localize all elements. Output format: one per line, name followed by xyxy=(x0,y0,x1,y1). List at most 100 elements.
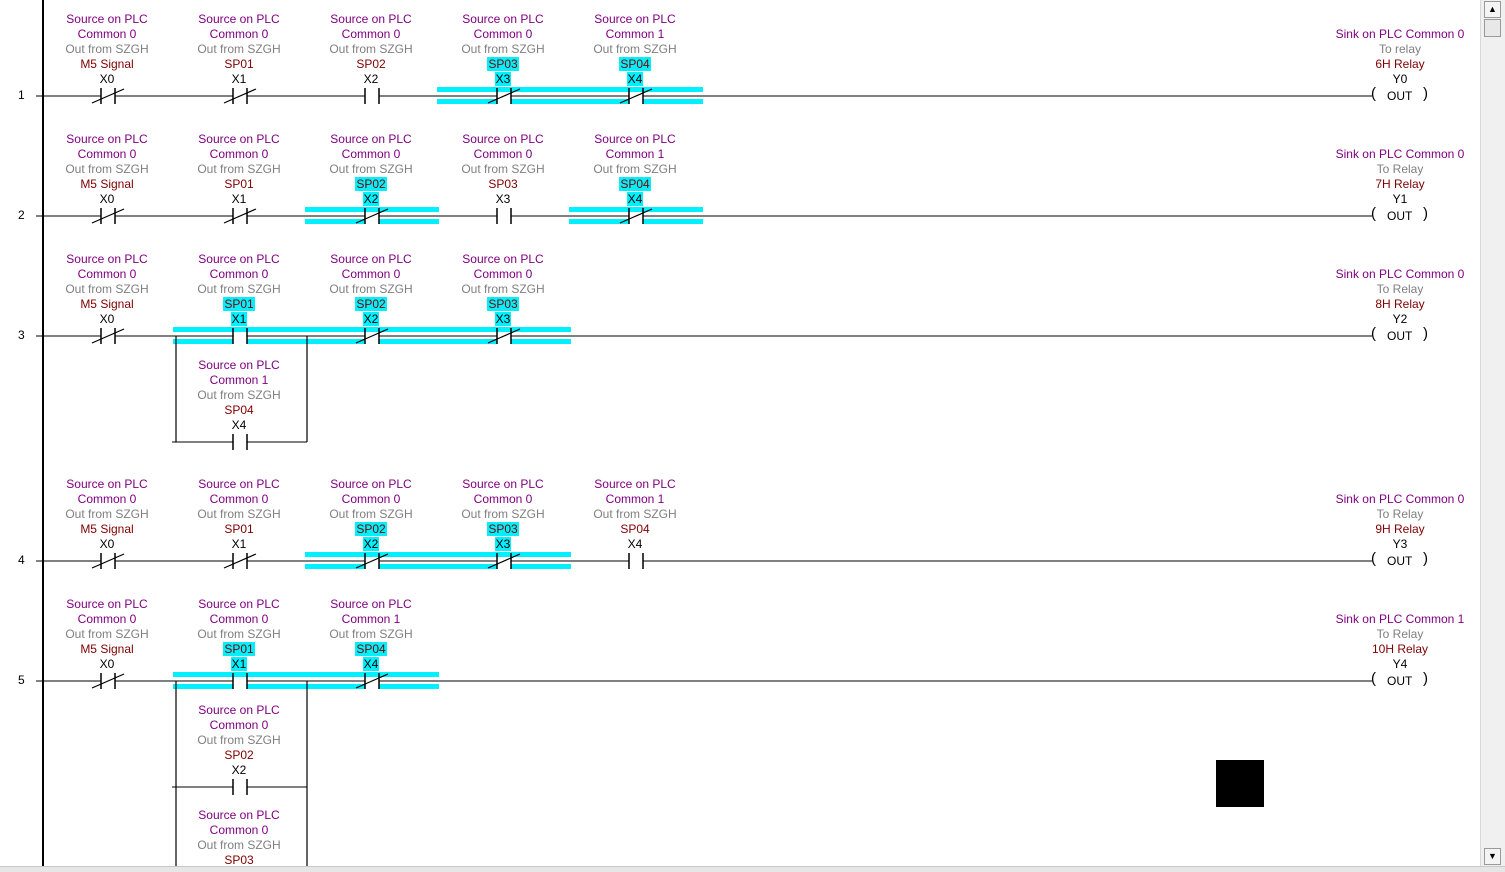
coil-right-paren: ) xyxy=(1423,670,1428,687)
contact-label-line-text: Source on PLC xyxy=(594,132,676,146)
contact-label-line-text: Common 1 xyxy=(209,373,269,387)
contact-label-line: Out from SZGH xyxy=(169,282,309,297)
contact-label-line-text: Source on PLC xyxy=(330,132,412,146)
rung-contact-x3-highlight-mid xyxy=(497,87,511,92)
rung-contact-x1-highlight-left-low xyxy=(173,339,233,344)
rung-contact-x3-highlight-left xyxy=(437,552,497,557)
contact-label-line-text: Out from SZGH xyxy=(65,507,149,521)
contact-label-line: Common 1 xyxy=(565,27,705,42)
contact-label-line: SP04 xyxy=(301,642,441,657)
scroll-up-arrow-icon[interactable]: ▲ xyxy=(1484,1,1501,18)
coil-left-paren: ( xyxy=(1371,670,1376,687)
contact-label-line-text: Source on PLC xyxy=(330,477,412,491)
rung-contact-x1-highlight-mid xyxy=(233,327,247,332)
contact-label-line-text: Source on PLC xyxy=(66,597,148,611)
contact-label-line-text: Source on PLC xyxy=(198,358,280,372)
rung-contact-x4-slash xyxy=(355,673,389,689)
rung-contact-x2-highlight-right-low xyxy=(379,219,439,224)
rung-contact-x4-slash xyxy=(619,208,653,224)
contact-label-line: Out from SZGH xyxy=(37,162,177,177)
contact-label-line: SP04 xyxy=(565,57,705,72)
contact-label-line: M5 Signal xyxy=(37,297,177,312)
rung-contact-x4-highlight-mid xyxy=(365,672,379,677)
contact-label-line: Source on PLC xyxy=(37,597,177,612)
contact-label-line-text: Out from SZGH xyxy=(197,733,281,747)
contact-label-line: Out from SZGH xyxy=(169,162,309,177)
scroll-thumb[interactable] xyxy=(1484,19,1501,37)
contact-label-line-text: Common 1 xyxy=(605,27,665,41)
rung-contact-x4-highlight-right xyxy=(643,207,703,212)
contact-label-line: Common 1 xyxy=(565,147,705,162)
rung-contact-x4-highlight-right-low xyxy=(643,99,703,104)
branch-contact-x4-gap xyxy=(233,441,247,444)
rung-contact-x1-highlight-right-low xyxy=(247,339,307,344)
contact-label-line: Common 0 xyxy=(37,492,177,507)
contact-label-line-text: Common 1 xyxy=(605,147,665,161)
vertical-scrollbar[interactable]: ▲ ▼ xyxy=(1480,0,1505,866)
contact-address: X0 xyxy=(37,192,177,207)
contact-label-line: Source on PLC xyxy=(433,132,573,147)
scroll-down-arrow-icon[interactable]: ▼ xyxy=(1484,848,1501,865)
contact-label-line: Out from SZGH xyxy=(301,42,441,57)
coil-gap xyxy=(1380,94,1420,99)
contact-address-text: X4 xyxy=(627,537,643,551)
coil-label-line: Sink on PLC Common 0 xyxy=(1330,27,1470,42)
contact-label-line-text: Source on PLC xyxy=(462,477,544,491)
contact-label-line: Common 0 xyxy=(169,27,309,42)
contact-label-line: Out from SZGH xyxy=(433,282,573,297)
contact-label-line: Out from SZGH xyxy=(565,162,705,177)
rung-contact-x3-gap xyxy=(497,215,511,218)
rung-contact-x1-highlight-right xyxy=(247,672,307,677)
rung-contact-x1-highlight-right-low xyxy=(247,684,307,689)
rung-contact-x1-gap xyxy=(233,680,247,683)
coil-left-paren: ( xyxy=(1371,205,1376,222)
contact-label-line-text: SP02 xyxy=(355,522,387,536)
coil-label-line-text: Sink on PLC Common 0 xyxy=(1335,267,1465,281)
contact-label-line-text: SP04 xyxy=(619,177,651,191)
contact-address-text: X3 xyxy=(495,192,511,206)
contact-label-line-text: Source on PLC xyxy=(198,477,280,491)
rung-contact-x2-highlight-mid xyxy=(365,207,379,212)
contact-label-line: Common 0 xyxy=(301,492,441,507)
contact-label-line-text: Out from SZGH xyxy=(197,507,281,521)
contact-label-line: Common 0 xyxy=(433,147,573,162)
contact-label-line: Out from SZGH xyxy=(169,627,309,642)
contact-address-text: X3 xyxy=(494,312,512,326)
contact-address-text: X2 xyxy=(231,763,247,777)
contact-address: X2 xyxy=(301,72,441,87)
contact-label-line: Common 0 xyxy=(433,27,573,42)
rung-number: 3 xyxy=(18,328,25,342)
contact-address: X4 xyxy=(565,192,705,207)
contact-address-text: X2 xyxy=(363,72,379,86)
contact-address: X3 xyxy=(433,72,573,87)
contact-label-line: SP02 xyxy=(301,57,441,72)
contact-label-line-text: Out from SZGH xyxy=(197,838,281,852)
coil-label-line-text: 8H Relay xyxy=(1375,297,1425,311)
contact-address-text: X4 xyxy=(626,72,644,86)
coil-out-label: OUT xyxy=(1387,674,1413,688)
contact-label-line: Source on PLC xyxy=(37,132,177,147)
contact-label-line-text: Source on PLC xyxy=(330,12,412,26)
horizontal-scrollbar[interactable] xyxy=(0,866,1505,872)
contact-address: X2 xyxy=(169,763,309,778)
coil-address-text: Y0 xyxy=(1392,72,1408,86)
contact-label-line: Source on PLC xyxy=(301,252,441,267)
coil-right-paren: ) xyxy=(1423,550,1428,567)
contact-label-line-text: Out from SZGH xyxy=(65,42,149,56)
contact-label-line-text: Out from SZGH xyxy=(65,282,149,296)
coil-label-line-text: Sink on PLC Common 0 xyxy=(1335,492,1465,506)
rung-contact-x2-highlight-right xyxy=(379,327,439,332)
contact-label-line-text: SP04 xyxy=(355,642,387,656)
contact-label-line: Source on PLC xyxy=(301,132,441,147)
contact-label-line: Common 0 xyxy=(37,267,177,282)
contact-label-line: Out from SZGH xyxy=(37,507,177,522)
contact-label-line: Source on PLC xyxy=(301,477,441,492)
contact-label-line: Source on PLC xyxy=(169,597,309,612)
contact-address: X2 xyxy=(301,192,441,207)
coil-label-line-text: To Relay xyxy=(1376,507,1424,521)
contact-address-text: X1 xyxy=(230,657,248,671)
contact-label-line-text: Common 1 xyxy=(605,492,665,506)
contact-address: X2 xyxy=(301,537,441,552)
contact-label-line: Source on PLC xyxy=(565,477,705,492)
